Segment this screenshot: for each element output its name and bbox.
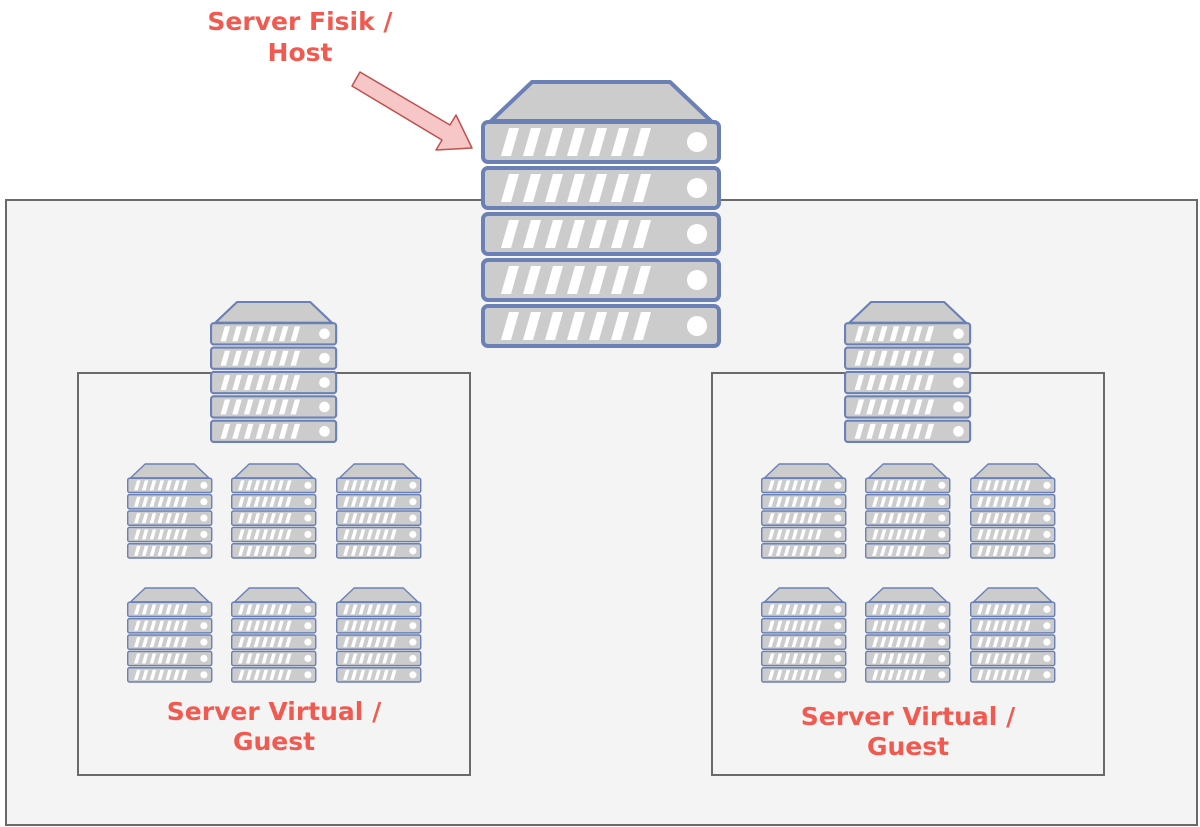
- host-server-icon: [483, 82, 719, 346]
- guest-hypervisor-server-icon-left: [211, 302, 336, 442]
- guest-label-line2: Guest: [866, 732, 950, 761]
- virtual-server-icon: [762, 464, 846, 558]
- guest-hypervisor-server-icon-right: [845, 302, 970, 442]
- virtual-server-icon: [337, 588, 421, 682]
- virtual-server-icon: [232, 464, 316, 558]
- guest-label-line1: Server Virtual /: [800, 702, 1016, 731]
- guest-label-right: Server Virtual / Guest: [758, 702, 1058, 762]
- virtual-server-icon: [232, 588, 316, 682]
- virtual-server-icon: [762, 588, 846, 682]
- virtual-server-icon: [866, 588, 950, 682]
- virtual-server-icon: [866, 464, 950, 558]
- virtual-server-icon: [128, 464, 212, 558]
- host-label: Server Fisik / Host: [175, 6, 425, 68]
- virtual-server-icon: [128, 588, 212, 682]
- guest-label-left: Server Virtual / Guest: [124, 697, 424, 757]
- guest-label-line1: Server Virtual /: [166, 697, 382, 726]
- virtual-server-icon: [337, 464, 421, 558]
- virtual-server-icon: [971, 588, 1055, 682]
- host-label-line2: Host: [267, 38, 333, 67]
- arrow-icon: [351, 71, 473, 151]
- guest-label-line2: Guest: [232, 727, 316, 756]
- host-label-line1: Server Fisik /: [207, 7, 393, 36]
- virtual-server-icon: [971, 464, 1055, 558]
